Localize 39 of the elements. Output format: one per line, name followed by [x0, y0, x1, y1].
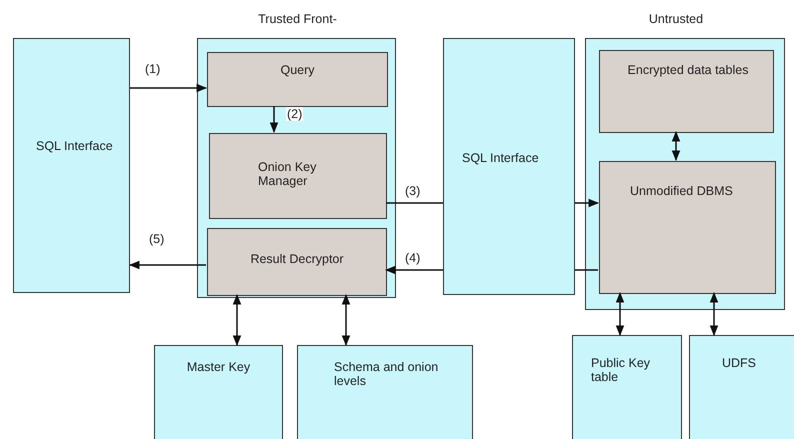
arrow — [232, 294, 242, 346]
edge-label: (4) — [404, 251, 422, 265]
edge-label: (1) — [144, 62, 162, 76]
node-label: Result Decryptor — [249, 252, 345, 266]
component-box — [689, 335, 794, 439]
component-box — [443, 38, 575, 295]
node-label: Unmodified DBMS — [630, 184, 734, 198]
node-label: UDFS — [720, 356, 758, 370]
process-box — [207, 228, 387, 296]
node-label: Master Key — [186, 360, 252, 374]
process-box — [207, 52, 388, 107]
edge-label: (2) — [286, 107, 304, 121]
arrow — [342, 294, 350, 346]
node-label: Encrypted data tables — [626, 63, 750, 77]
arrow — [672, 130, 680, 162]
arrow — [710, 292, 718, 336]
component-box — [572, 335, 682, 439]
arrow — [130, 84, 208, 92]
arrow — [384, 266, 443, 274]
arrow — [270, 106, 278, 134]
arrow — [616, 292, 624, 336]
zone-title: Trusted Front- — [257, 12, 338, 26]
node-label: Onion Key Manager — [258, 160, 318, 188]
arrow — [128, 260, 206, 270]
node-label: Schema and onion levels — [334, 360, 440, 388]
component-box — [297, 345, 473, 439]
edge-label: (5) — [148, 232, 166, 246]
node-label: Public Key table — [591, 356, 652, 384]
component-box — [154, 345, 283, 439]
process-box — [209, 133, 387, 219]
process-box — [599, 50, 774, 133]
arrow — [575, 198, 600, 208]
node-label: Query — [279, 63, 316, 77]
edge-label: (3) — [404, 184, 422, 198]
node-label: SQL Interface — [462, 151, 540, 165]
component-box — [13, 38, 130, 293]
process-box — [599, 161, 776, 294]
zone-title: Untrusted — [648, 12, 704, 26]
node-label: SQL Interface — [36, 139, 114, 153]
